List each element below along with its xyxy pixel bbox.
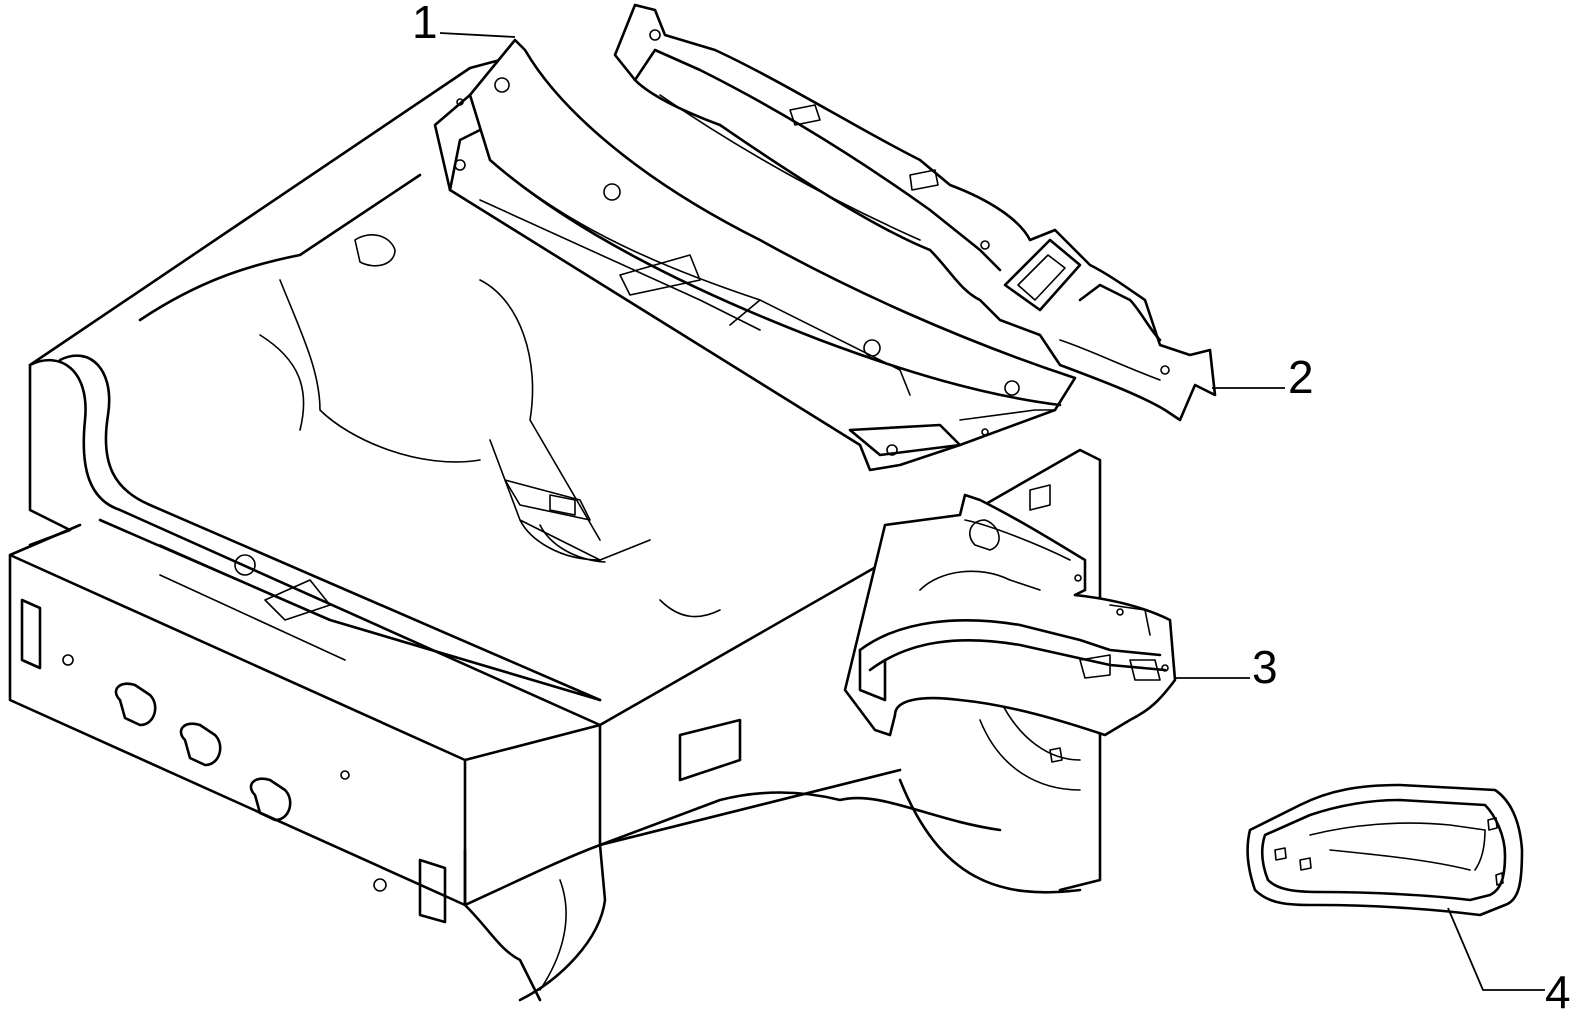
callouts: 1 2 3 4	[412, 0, 1571, 1017]
part-2-upper-rail	[613, 3, 1217, 422]
part-3-side-bracket	[843, 493, 1177, 737]
part-1-upper-cross-panel	[433, 38, 1077, 472]
callout-3: 3	[1252, 641, 1278, 693]
leader-1	[439, 32, 516, 38]
part-4-panel	[1246, 783, 1524, 917]
callout-1: 1	[412, 0, 438, 48]
leader-lines	[439, 32, 1545, 991]
callout-2: 2	[1288, 351, 1314, 403]
callout-4: 4	[1545, 966, 1571, 1017]
leader-4	[1447, 907, 1545, 991]
